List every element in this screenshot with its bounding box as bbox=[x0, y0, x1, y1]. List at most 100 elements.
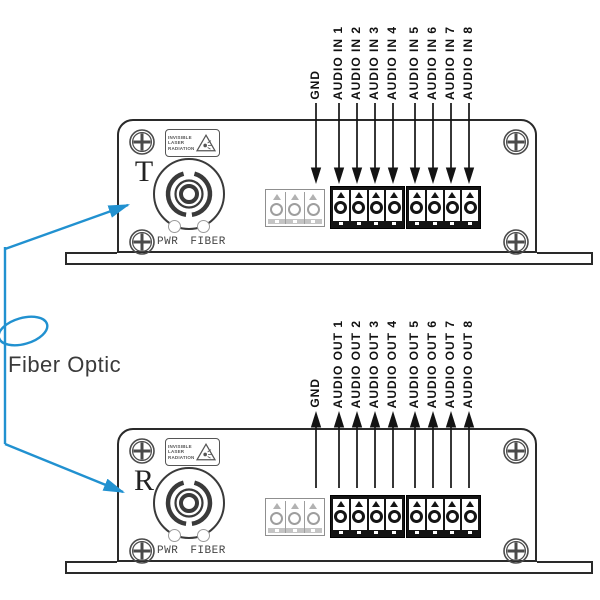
terminal-ring-icon bbox=[288, 203, 302, 216]
port-arrow bbox=[387, 411, 399, 428]
port-label: AUDIO IN 3 bbox=[367, 25, 381, 100]
laser-warning-text: INVISIBLE LASER RADIATION bbox=[168, 443, 195, 460]
terminal-clamp bbox=[309, 194, 318, 200]
terminal-ring-icon bbox=[410, 201, 424, 214]
terminal-ring-icon bbox=[369, 510, 383, 523]
terminal-slot bbox=[350, 530, 367, 535]
terminal-ring-icon bbox=[270, 203, 284, 216]
terminal-clamp bbox=[412, 501, 421, 507]
screw-icon bbox=[503, 538, 529, 564]
device-transmitter: INVISIBLE LASER RADIATION T PWR FI bbox=[117, 119, 537, 255]
terminal-slot bbox=[304, 219, 322, 224]
terminal-ring-icon bbox=[334, 510, 348, 523]
terminal-block-2 bbox=[406, 186, 481, 229]
terminal-block-2 bbox=[406, 495, 481, 538]
port-label: AUDIO OUT 4 bbox=[385, 319, 399, 408]
terminal-clamp bbox=[290, 194, 299, 200]
terminal-clamp bbox=[372, 501, 381, 507]
terminal-clamp bbox=[448, 192, 457, 198]
laser-warning-label: INVISIBLE LASER RADIATION bbox=[165, 438, 220, 466]
terminal-cell bbox=[426, 499, 443, 535]
screw-icon bbox=[503, 229, 529, 255]
port-label: AUDIO IN 2 bbox=[349, 25, 363, 100]
terminal-ring-icon bbox=[334, 201, 348, 214]
fiber-cable bbox=[0, 203, 131, 494]
terminal-ring-icon bbox=[463, 510, 477, 523]
device-receiver: INVISIBLE LASER RADIATION R PWR FI bbox=[117, 428, 537, 564]
terminal-ring-icon bbox=[445, 510, 459, 523]
terminal-clamp bbox=[336, 192, 345, 198]
port-label: AUDIO OUT 7 bbox=[443, 319, 457, 408]
fiber-loop bbox=[0, 315, 49, 347]
terminal-ring-icon bbox=[288, 512, 302, 525]
port-arrow bbox=[310, 411, 322, 428]
fiber-led bbox=[197, 529, 210, 542]
terminal-ring-icon bbox=[270, 512, 284, 525]
pwr-led bbox=[168, 529, 181, 542]
fiber-optic-label: Fiber Optic bbox=[8, 352, 122, 377]
terminal-cell bbox=[333, 190, 349, 226]
port-label: GND bbox=[308, 70, 322, 100]
terminal-ring-icon bbox=[306, 512, 320, 525]
terminal-slot bbox=[409, 530, 425, 535]
terminal-slot bbox=[350, 221, 367, 226]
pwr-led-label: PWR bbox=[157, 545, 179, 557]
port-label: AUDIO OUT 3 bbox=[367, 319, 381, 408]
terminal-clamp bbox=[354, 192, 363, 198]
screw-icon bbox=[129, 229, 155, 255]
port-label: AUDIO OUT 8 bbox=[461, 319, 475, 408]
fiber-led bbox=[197, 220, 210, 233]
led-labels: PWR FIBER bbox=[157, 545, 226, 557]
terminal-cell bbox=[409, 499, 425, 535]
terminal-cell bbox=[333, 499, 349, 535]
terminal-slot bbox=[426, 221, 443, 226]
laser-warning-triangle-icon bbox=[196, 134, 217, 152]
terminal-slot bbox=[286, 219, 304, 224]
terminal-ring-icon bbox=[428, 201, 442, 214]
terminal-block-1 bbox=[330, 495, 405, 538]
port-arrow bbox=[463, 411, 475, 428]
port-arrow bbox=[409, 411, 421, 428]
port-arrow bbox=[427, 411, 439, 428]
port-arrow bbox=[369, 411, 381, 428]
terminal-ring-icon bbox=[306, 203, 320, 216]
terminal-clamp bbox=[372, 192, 381, 198]
terminal-ring-icon bbox=[463, 201, 477, 214]
terminal-cell bbox=[386, 190, 402, 226]
fiber-cable-arrow-to-receiver bbox=[4, 442, 126, 494]
laser-warning-text: INVISIBLE LASER RADIATION bbox=[168, 134, 195, 151]
pwr-led-label: PWR bbox=[157, 236, 179, 248]
terminal-block-gnd bbox=[265, 498, 325, 536]
terminal-ring-icon bbox=[352, 510, 366, 523]
port-label: GND bbox=[308, 378, 322, 408]
terminal-cell bbox=[409, 190, 425, 226]
terminal-cell bbox=[350, 190, 367, 226]
terminal-slot bbox=[304, 528, 322, 533]
led-labels: PWR FIBER bbox=[157, 236, 226, 248]
terminal-ring-icon bbox=[387, 510, 401, 523]
terminal-clamp bbox=[390, 192, 399, 198]
pwr-led bbox=[168, 220, 181, 233]
terminal-cell bbox=[304, 192, 322, 224]
terminal-cell bbox=[368, 499, 385, 535]
terminal-cell bbox=[368, 190, 385, 226]
terminal-clamp bbox=[448, 501, 457, 507]
terminal-slot bbox=[444, 221, 461, 226]
terminal-cell bbox=[286, 192, 305, 224]
terminal-slot bbox=[386, 530, 402, 535]
terminal-cell bbox=[386, 499, 402, 535]
terminal-ring-icon bbox=[352, 201, 366, 214]
terminal-clamp bbox=[272, 503, 281, 509]
terminal-cell bbox=[462, 190, 478, 226]
terminal-clamp bbox=[430, 501, 439, 507]
fiber-connector bbox=[153, 467, 225, 539]
port-arrow bbox=[351, 411, 363, 428]
terminal-slot bbox=[409, 221, 425, 226]
screw-icon bbox=[503, 438, 529, 464]
fiber-cable-arrow-to-transmitter bbox=[4, 203, 131, 251]
laser-warning-label: INVISIBLE LASER RADIATION bbox=[165, 129, 220, 157]
terminal-slot bbox=[462, 221, 478, 226]
port-label: AUDIO IN 8 bbox=[461, 25, 475, 100]
device-letter: T bbox=[134, 155, 154, 188]
